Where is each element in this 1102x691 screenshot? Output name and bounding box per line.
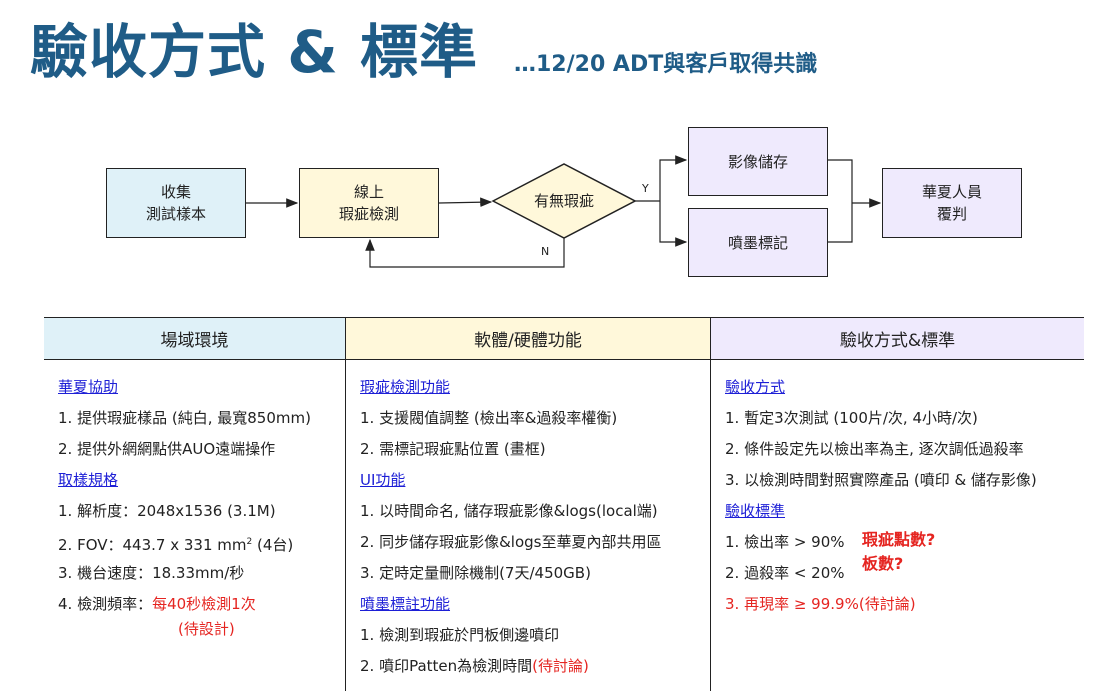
freq-label: 4. 檢測頻率： [58,595,153,613]
node-review: 華夏人員 覆判 [882,168,1022,238]
list-item: 3. 機台速度：18.33mm/秒 [58,564,245,582]
node-inline-inspection: 線上 瑕疵檢測 [299,168,439,238]
list-item: 3. 再現率 ≥ 99.9%(待討論) [725,595,916,613]
list-item: 1. 檢測到瑕疵於門板側邊噴印 [360,626,560,644]
fov-suffix: (4台) [252,536,294,554]
list-item: 2. 提供外網網點供AUO遠端操作 [58,440,276,458]
flowchart: 收集 測試樣本 線上 瑕疵檢測 有無瑕疵 Y N 影像儲存 噴墨標記 華夏人員 … [0,0,1102,300]
list-item: 2. 條件設定先以檢出率為主, 逐次調低過殺率 [725,440,1024,458]
node-review-line1: 華夏人員 [921,183,982,201]
list-item: 2. 噴印Patten為檢測時間(待討論) [360,651,710,682]
list-item: 3. 以檢測時間對照實際產品 (噴印 & 儲存影像) [725,471,1037,489]
list-item: 1. 以時間命名, 儲存瑕疵影像&logs(local端) [360,502,658,520]
node-collect-line2: 測試樣本 [145,205,206,223]
section-title[interactable]: UI功能 [360,471,406,489]
node-store-label: 影像儲存 [727,152,788,171]
print-pattern-text: 2. 噴印Patten為檢測時間 [360,657,533,675]
node-mark-label: 噴墨標記 [727,233,788,252]
list-item: 3. 定時定量刪除機制(7天/450GB) [360,564,591,582]
pending-question-note: 瑕疵點數? 板數? [862,528,935,576]
column-header: 場域環境 [44,317,345,360]
list-item: 2. 同步儲存瑕疵影像&logs至華夏內部共用區 [360,533,662,551]
node-inline-line2: 瑕疵檢測 [338,205,399,223]
no-label: N [541,245,550,258]
flowchart-connectors [246,155,882,268]
column-acceptance: 驗收方式&標準 驗收方式 1. 暫定3次測試 (100片/次, 4小時/次) 2… [710,317,1084,691]
decision-label: 有無瑕疵 [533,192,594,210]
freq-value: 每40秒檢測1次 [152,595,256,613]
page-title: 驗收方式 & 標準 [30,18,478,86]
fov-text: 2. FOV：443.7 x 331 mm [58,536,247,554]
node-collect-samples: 收集 測試樣本 [106,168,246,238]
section-title[interactable]: 華夏協助 [58,378,119,396]
section-title[interactable]: 瑕疵檢測功能 [360,378,451,396]
list-item: 2. FOV：443.7 x 331 mm2 (4台) [58,527,345,558]
section-title[interactable]: 取樣規格 [58,471,119,489]
list-item: 2. 過殺率 < 20% [725,564,845,582]
node-review-line2: 覆判 [936,205,967,223]
column-header: 軟體/硬體功能 [346,317,710,360]
list-item: 1. 暫定3次測試 (100片/次, 4小時/次) [725,409,978,427]
column-site-environment: 場域環境 華夏協助 1. 提供瑕疵樣品 (純白, 最寬850mm) 2. 提供外… [44,317,345,691]
note-line2: 板數? [862,554,904,573]
fov-superscript: 2 [246,537,253,547]
note-line1: 瑕疵點數? [862,530,936,549]
list-item: 2. 需標記瑕疵點位置 (畫框) [360,440,546,458]
list-item: 1. 支援閥值調整 (檢出率&過殺率權衡) [360,409,618,427]
yes-label: Y [642,182,649,195]
node-inline-line1: 線上 [353,183,384,201]
list-item: 4. 檢測頻率：每40秒檢測1次 [58,589,345,620]
section-title[interactable]: 驗收標準 [725,502,786,520]
column-software-hardware: 軟體/硬體功能 瑕疵檢測功能 1. 支援閥值調整 (檢出率&過殺率權衡) 2. … [345,317,710,691]
freq-note: (待設計) [178,620,235,638]
section-title[interactable]: 驗收方式 [725,378,786,396]
list-item: 1. 提供瑕疵樣品 (純白, 最寬850mm) [58,409,311,427]
node-collect-line1: 收集 [160,183,191,201]
node-image-storage: 影像儲存 [688,127,828,196]
requirements-table: 場域環境 華夏協助 1. 提供瑕疵樣品 (純白, 最寬850mm) 2. 提供外… [44,317,1084,691]
list-item: 1. 檢出率 > 90% [725,533,845,551]
section-title[interactable]: 噴墨標註功能 [360,595,451,613]
column-header: 驗收方式&標準 [711,317,1084,360]
node-ink-marking: 噴墨標記 [688,208,828,277]
print-pattern-note: (待討論) [532,657,589,675]
page-subtitle: …12/20 ADT與客戶取得共識 [514,52,818,77]
list-item: 1. 解析度：2048x1536 (3.1M) [58,502,276,520]
